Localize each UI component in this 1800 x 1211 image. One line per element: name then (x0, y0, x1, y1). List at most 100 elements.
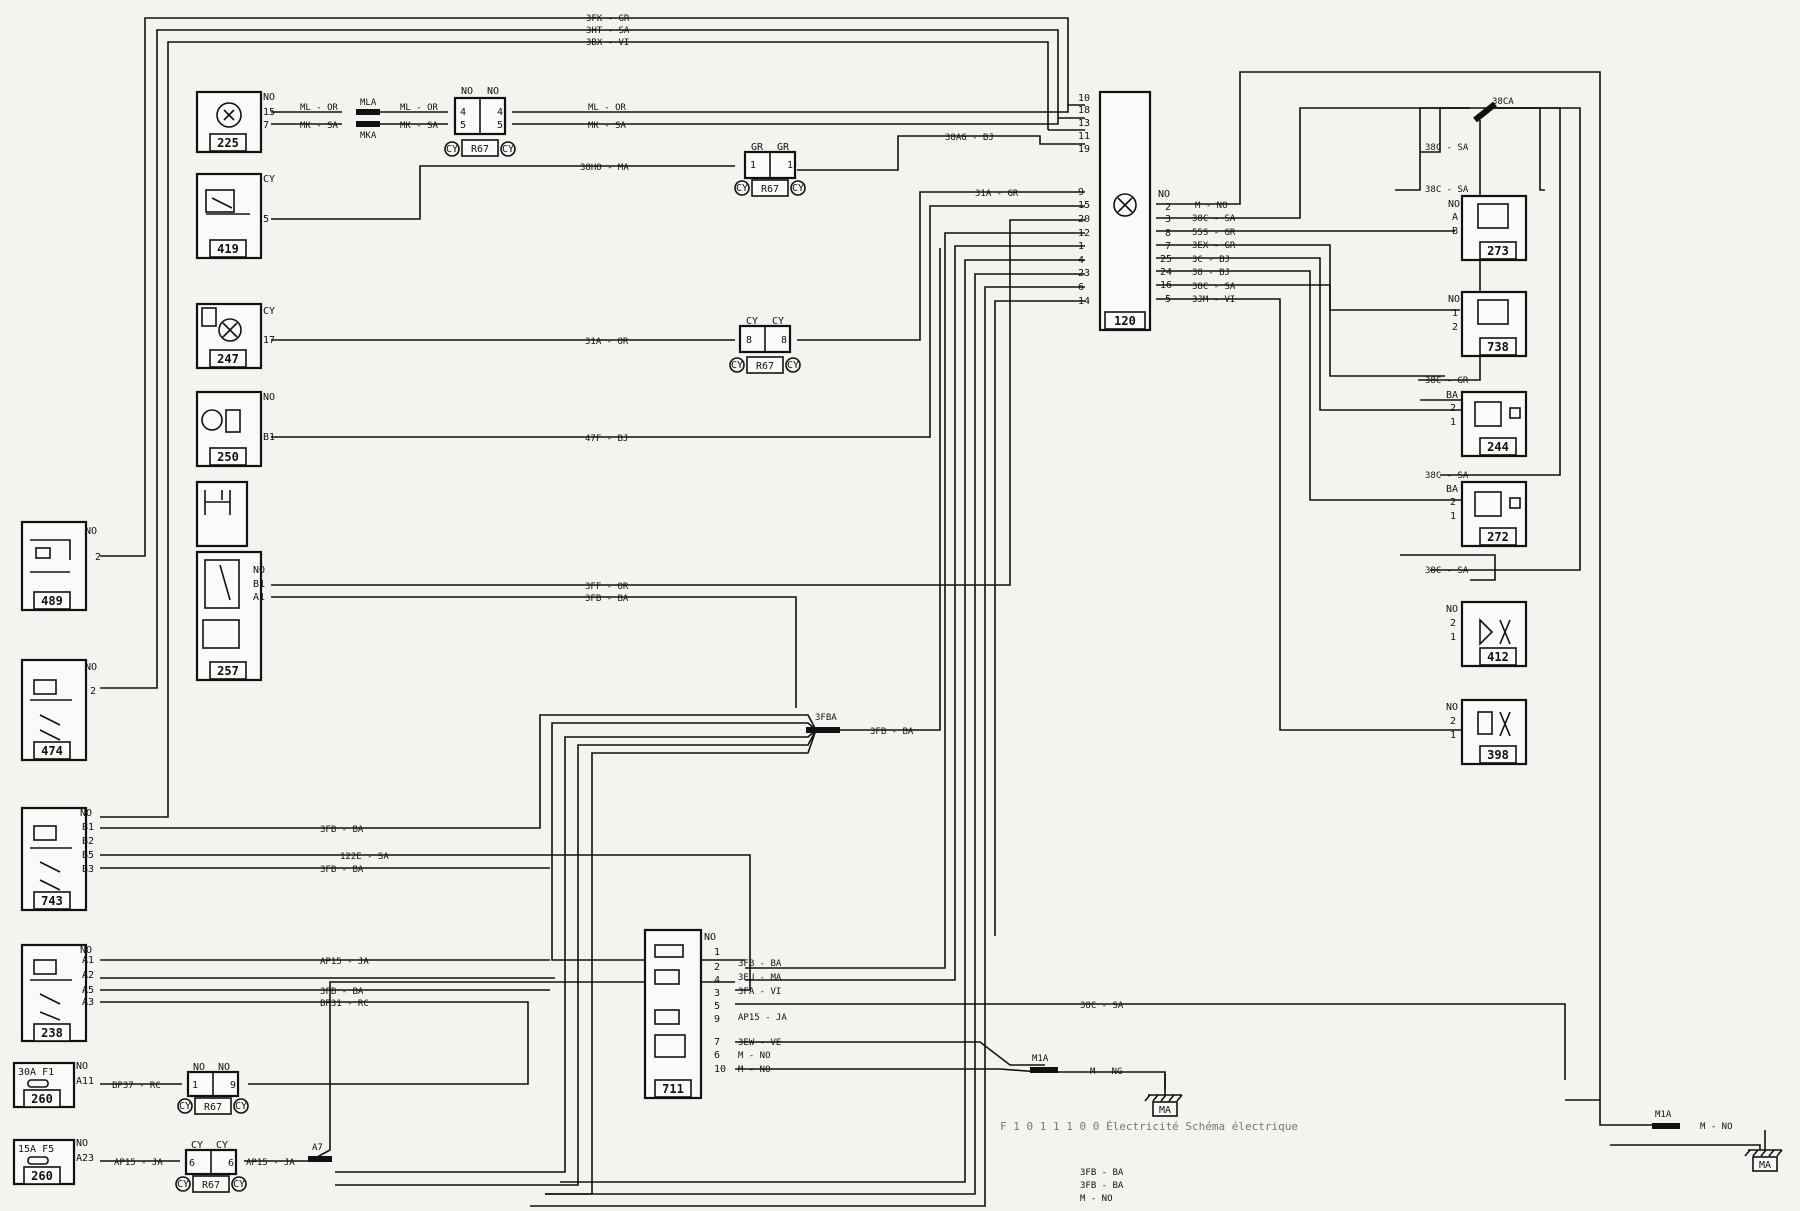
connector-d-pin2: 9 (230, 1080, 236, 1091)
pin-238-A1: A1 (82, 955, 94, 966)
pin-489-2: 2 (95, 552, 101, 563)
pin-header-225: NO (263, 92, 275, 103)
pin-header-738: NO (1448, 294, 1460, 305)
pin-header-250: NO (263, 392, 275, 403)
pin-120-L4: 19 (1078, 144, 1090, 155)
component-398: 398 NO 2 1 (1446, 698, 1528, 766)
pin-711-9: 9 (714, 1014, 720, 1025)
connector-r67-a: NO NO 4 4 5 5 CY R67 CY (444, 86, 516, 157)
component-id-489: 489 (41, 594, 63, 608)
component-id-398: 398 (1487, 748, 1509, 762)
wire-label: M - NO (738, 1065, 771, 1075)
wire-label: BP31 - RC (320, 999, 369, 1009)
connector-a-pin4: 5 (497, 120, 503, 131)
pin-260b-A23: A23 (76, 1153, 94, 1164)
connector-c-tag-l: CY (731, 360, 743, 371)
splices: MLA MKA 3FBA 38CA M1A M1A A7 (308, 97, 1680, 1162)
component-238: 238 NO A1 A2 A5 A3 (20, 943, 94, 1043)
wire-label: AP15 - JA (246, 1158, 295, 1168)
wire-label: 38HO - MA (580, 163, 629, 173)
wire-label: 31A - OR (585, 337, 629, 347)
pin-711-6: 6 (714, 1050, 720, 1061)
wire-label: 3BX - VI (586, 38, 629, 48)
wire-label: 3FB - BA (870, 727, 914, 737)
ground-ma-2: MA (1744, 1130, 1783, 1172)
connector-a-left: NO (461, 86, 473, 97)
wire-label: 38C - SA (1192, 214, 1236, 224)
pin-412-2: 2 (1450, 618, 1456, 629)
pin-257-B1: B1 (253, 579, 265, 590)
wire-label: AP15 - JA (738, 1013, 787, 1023)
connector-d-tag-r: CY (235, 1101, 247, 1112)
pin-header-238: NO (80, 945, 92, 956)
wire-label: 122E - SA (340, 852, 389, 862)
wire-label: 3FB - BA (320, 987, 364, 997)
wire-label: 3HT - SA (586, 26, 630, 36)
splice-label-m1a-2: M1A (1655, 1110, 1672, 1120)
wire-label: BP37 - RC (112, 1081, 161, 1091)
pin-120-R0: 2 (1165, 202, 1171, 213)
pin-header-474: NO (85, 662, 97, 673)
connector-b-pin2: 1 (787, 160, 793, 171)
connector-a-right: NO (487, 86, 499, 97)
wire-label: MK - SA (300, 121, 339, 131)
component-273: 273 NO A B (1448, 194, 1528, 262)
connector-c-pin1: 8 (746, 335, 752, 346)
ground-label-1: MA (1159, 1105, 1171, 1116)
pin-711-3: 3 (714, 988, 720, 999)
connector-a-pin1: 4 (460, 107, 466, 118)
pin-474-2: 2 (90, 686, 96, 697)
component-id-247: 247 (217, 352, 239, 366)
pin-header-120: NO (1158, 189, 1170, 200)
component-738: 738 NO 1 2 (1448, 290, 1528, 358)
connector-e-pin2: 6 (228, 1158, 234, 1169)
pin-header-260a: NO (76, 1061, 88, 1072)
wire-label: 38AG - BJ (945, 133, 994, 143)
pin-header-398: NO (1446, 702, 1458, 713)
component-225: 225 NO 15 7 (195, 90, 275, 154)
pin-120-L6: 15 (1078, 200, 1090, 211)
wire-label: 3EW - VE (738, 1038, 781, 1048)
connector-a-tag-r: CY (502, 144, 514, 155)
wire-label: 38C - GR (1425, 376, 1469, 386)
component-id-257: 257 (217, 664, 239, 678)
pin-419-5: 5 (263, 214, 269, 225)
connector-b-tag-l: CY (736, 183, 748, 194)
wire-label: 55S - GR (1192, 228, 1236, 238)
pin-header-489: NO (85, 526, 97, 537)
component-id-743: 743 (41, 894, 63, 908)
component-244: 244 BA 2 1 (1446, 390, 1528, 458)
pin-711-10: 10 (714, 1064, 726, 1075)
wire-label: 3EX - GR (1192, 241, 1236, 251)
pin-711-4: 4 (714, 975, 720, 986)
component-272: 272 BA 2 1 (1446, 480, 1528, 548)
connector-d-pin1: 1 (192, 1080, 198, 1091)
wire-label: 38C - SA (1192, 282, 1236, 292)
pin-header-247: CY (263, 306, 275, 317)
pin-273-A: A (1452, 212, 1458, 223)
component-id-738: 738 (1487, 340, 1509, 354)
connector-c-pin2: 8 (781, 335, 787, 346)
pin-238-A3: A3 (82, 997, 94, 1008)
pin-120-L12: 6 (1078, 282, 1084, 293)
wire-label: MK - SA (588, 121, 627, 131)
pin-120-R3: 7 (1165, 241, 1171, 252)
pin-120-L3: 11 (1078, 131, 1090, 142)
pin-238-A5: A5 (82, 985, 94, 996)
pin-header-419: CY (263, 174, 275, 185)
connector-a-tag-l: CY (446, 144, 458, 155)
wire-label: 3FB - BA (320, 825, 364, 835)
connector-e-right: CY (216, 1140, 228, 1151)
wire-label: M - NO (1195, 201, 1228, 211)
component-412: 412 NO 2 1 (1446, 600, 1528, 668)
wire-label: 3JM - VI (1192, 295, 1235, 305)
wire-label: M - NO (1080, 1194, 1113, 1204)
splice-label-38ca: 38CA (1492, 97, 1514, 107)
pin-header-272: BA (1446, 484, 1458, 495)
component-id-474: 474 (41, 744, 63, 758)
wire-label: M - NG (1090, 1067, 1123, 1077)
component-419: 419 CY 5 (195, 172, 275, 260)
connector-c-tag-r: CY (787, 360, 799, 371)
pin-header-260b: NO (76, 1138, 88, 1149)
component-250: 250 NO B1 (195, 390, 275, 468)
